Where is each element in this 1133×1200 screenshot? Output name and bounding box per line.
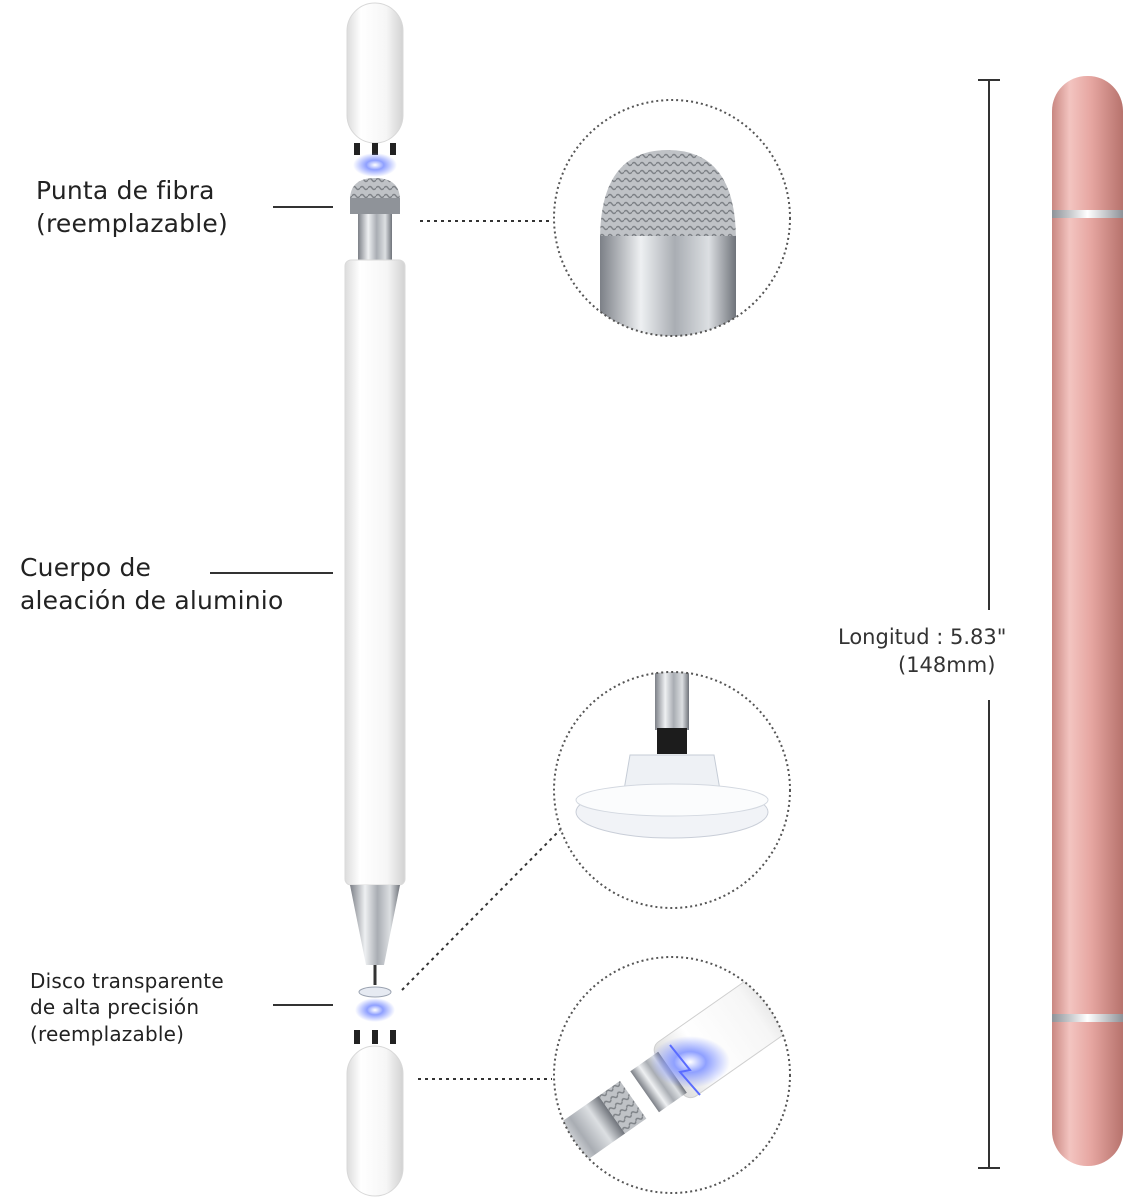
detail-disc: [553, 671, 791, 909]
magnet-spark-icon: [353, 143, 397, 177]
label-body: Cuerpo de aleación de aluminio: [20, 551, 283, 617]
pink-pen-ring: [1052, 210, 1123, 218]
label-body-line1: Cuerpo de: [20, 553, 152, 582]
label-fiber-tip-line1: Punta de fibra: [36, 176, 215, 205]
transparent-disc-icon: [355, 986, 395, 1022]
label-length-value: Longitud : 5.83": [838, 625, 1007, 649]
leader-lines: [210, 206, 561, 1080]
label-body-line2: aleación de aluminio: [20, 586, 284, 615]
pink-stylus: [1052, 76, 1123, 1166]
length-dimension-line: [978, 79, 1000, 1169]
label-length-mm: (148mm): [898, 652, 996, 677]
label-disc-line1: Disco transparente: [30, 969, 224, 993]
label-fiber-tip-line2: (reemplazable): [36, 209, 228, 238]
label-disc-line2: de alta precisión: [30, 995, 200, 1020]
detail-fiber-tip: [553, 99, 791, 337]
label-length: Longitud : 5.83" (148mm): [838, 624, 1006, 679]
label-disc-line3: (reemplazable): [30, 1021, 185, 1046]
top-cap: [346, 2, 404, 144]
bottom-cap: [346, 1045, 404, 1197]
detail-magnetic-cap: [553, 956, 791, 1194]
white-stylus: [344, 2, 406, 1197]
pen-cone: [350, 885, 400, 965]
magnet-spark-icon: [354, 1030, 396, 1044]
pink-pen-ring: [1052, 1014, 1123, 1022]
pen-body: [344, 259, 406, 886]
label-fiber-tip: Punta de fibra (reemplazable): [36, 174, 228, 240]
mesh-tip-icon: [350, 178, 400, 260]
label-disc: Disco transparente de alta precisión (re…: [30, 968, 224, 1047]
